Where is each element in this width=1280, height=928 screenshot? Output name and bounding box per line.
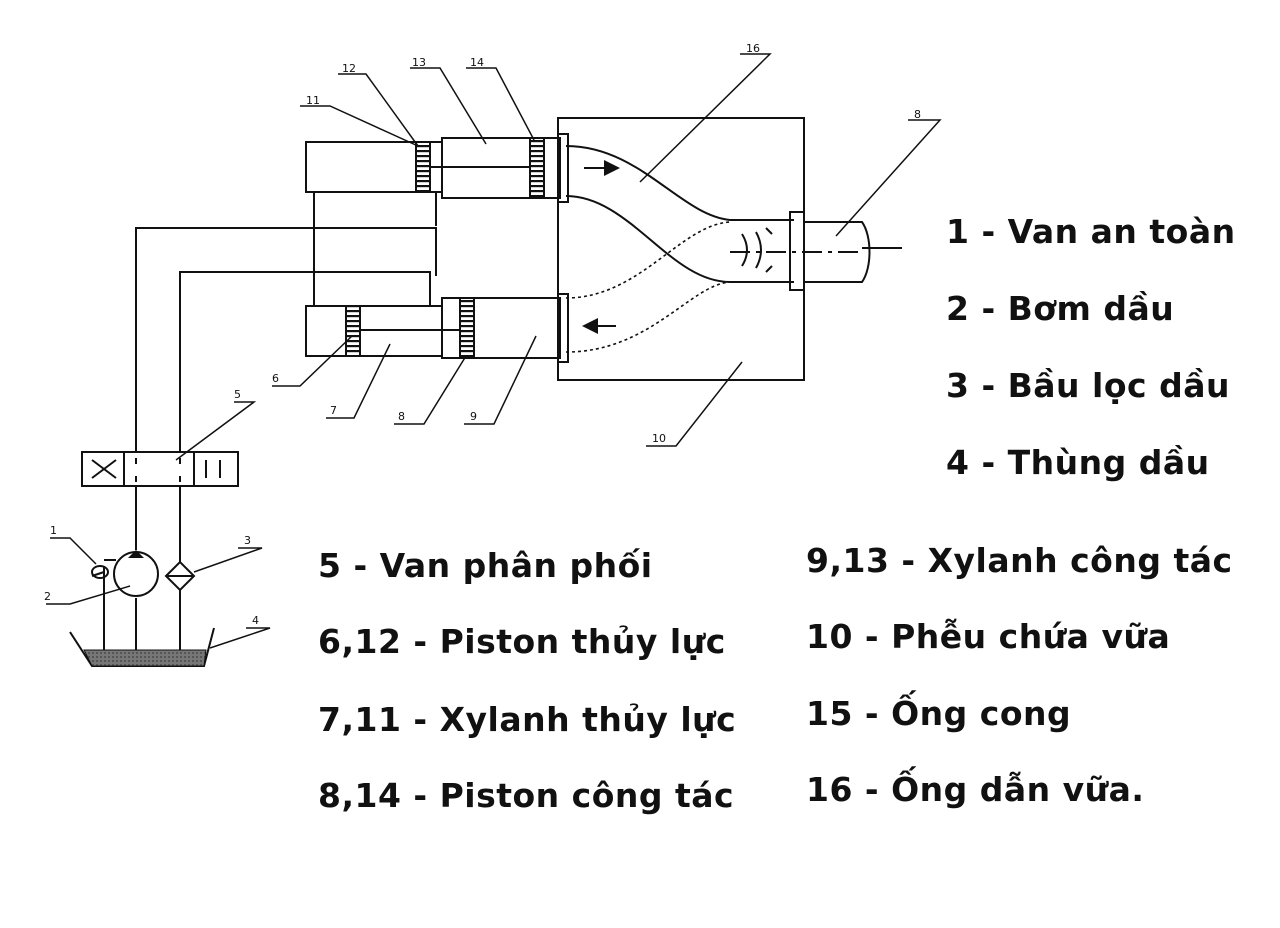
callout-13: 13 — [412, 56, 426, 69]
oil-tank — [69, 627, 215, 667]
s-pipe-15 — [565, 145, 794, 221]
callout-10: 10 — [652, 432, 666, 445]
callout-14: 14 — [470, 56, 484, 69]
callout-16: 8 — [914, 108, 921, 121]
swing-arrow-icon — [741, 227, 773, 273]
callout-11: 11 — [306, 94, 320, 107]
valve-parallel-icon — [205, 460, 221, 478]
callout-3: 3 — [244, 534, 251, 547]
filter-symbol-icon — [164, 560, 196, 592]
piston-6 — [345, 305, 361, 357]
piston-14 — [529, 137, 545, 199]
valve-cross-icon — [91, 459, 117, 479]
callout-2: 2 — [44, 590, 51, 603]
callout-6: 6 — [272, 372, 279, 385]
outlet-pipe-16 — [804, 221, 871, 283]
legend-item-3: 3 - Bầu lọc dầu — [946, 366, 1230, 405]
legend-item-4: 4 - Thùng dầu — [946, 443, 1210, 482]
legend-item-8: 8,14 - Piston công tác — [318, 776, 735, 815]
working-cylinder-9 — [441, 297, 561, 359]
legend-item-10: 10 - Phễu chứa vữa — [806, 617, 1171, 656]
callout-9: 9 — [470, 410, 477, 423]
legend-item-12: 16 - Ống dẫn vữa. — [806, 770, 1145, 809]
pump-symbol-icon — [113, 550, 159, 597]
callout-5: 5 — [234, 388, 241, 401]
mortar-hopper — [557, 117, 805, 381]
legend-item-1: 1 - Van an toàn — [946, 212, 1236, 251]
distribution-valve — [81, 451, 239, 487]
callout-15: 16 — [746, 42, 760, 55]
relief-valve-icon — [91, 565, 109, 579]
legend-item-7: 7,11 - Xylanh thủy lực — [318, 700, 737, 739]
piston-12 — [415, 141, 431, 193]
callout-8: 8 — [398, 410, 405, 423]
callout-7: 7 — [330, 404, 337, 417]
legend-item-2: 2 - Bơm dầu — [946, 289, 1175, 328]
legend-item-5: 5 - Van phân phối — [318, 546, 653, 585]
callout-12: 12 — [342, 62, 356, 75]
callout-4: 4 — [252, 614, 259, 627]
legend-item-9: 9,13 - Xylanh công tác — [806, 541, 1233, 580]
legend-item-6: 6,12 - Piston thủy lực — [318, 622, 726, 661]
piston-8 — [459, 297, 475, 359]
legend-item-11: 15 - Ống cong — [806, 694, 1072, 733]
callout-1: 1 — [50, 524, 57, 537]
